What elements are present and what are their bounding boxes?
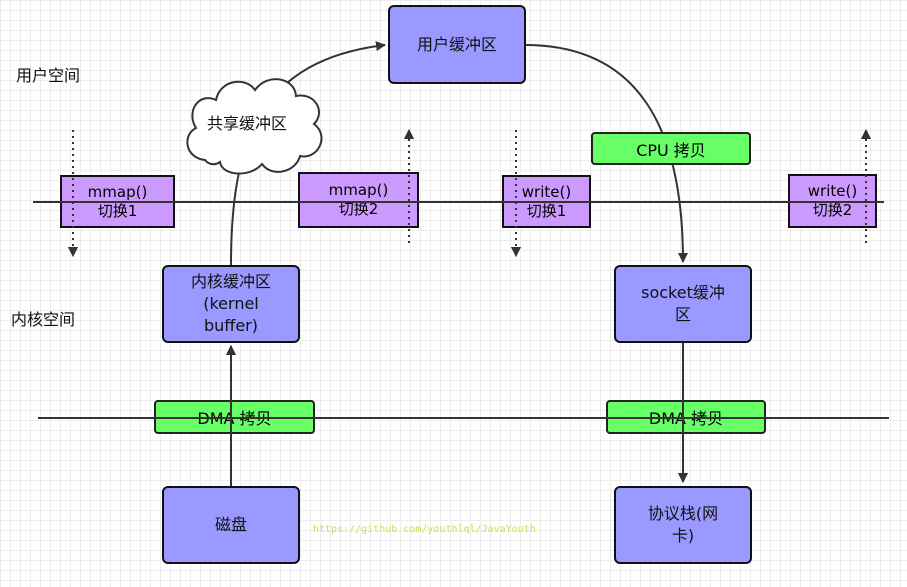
user-buffer-box: 用户缓冲区 <box>388 5 526 84</box>
watermark-text: https://github.com/youthlql/JavaYouth <box>313 524 536 535</box>
user-to-socket-arrow <box>524 44 688 263</box>
socket-buffer-box: socket缓冲 区 <box>614 265 752 343</box>
kernel-space-label: 内核空间 <box>11 310 76 329</box>
write-switch2-box: write() 切换2 <box>788 174 877 228</box>
user-space-label: 用户空间 <box>16 66 81 85</box>
disk-box: 磁盘 <box>162 486 300 564</box>
mmap-switch1-box: mmap() 切换1 <box>60 175 175 228</box>
mmap-switch2-box: mmap() 切换2 <box>298 172 419 228</box>
shared-buffer-cloud <box>186 78 323 175</box>
kernel-buffer-box: 内核缓冲区 (kernel buffer) <box>162 265 300 343</box>
cpu-copy-box: CPU 拷贝 <box>591 132 751 165</box>
shared-buffer-label: 共享缓冲区 <box>207 114 288 133</box>
write-switch1-box: write() 切换1 <box>502 175 591 228</box>
protocol-stack-box: 协议栈(网 卡) <box>614 486 752 564</box>
dma-copy-right-box: DMA 拷贝 <box>606 400 766 434</box>
dma-copy-left-box: DMA 拷贝 <box>154 400 315 434</box>
